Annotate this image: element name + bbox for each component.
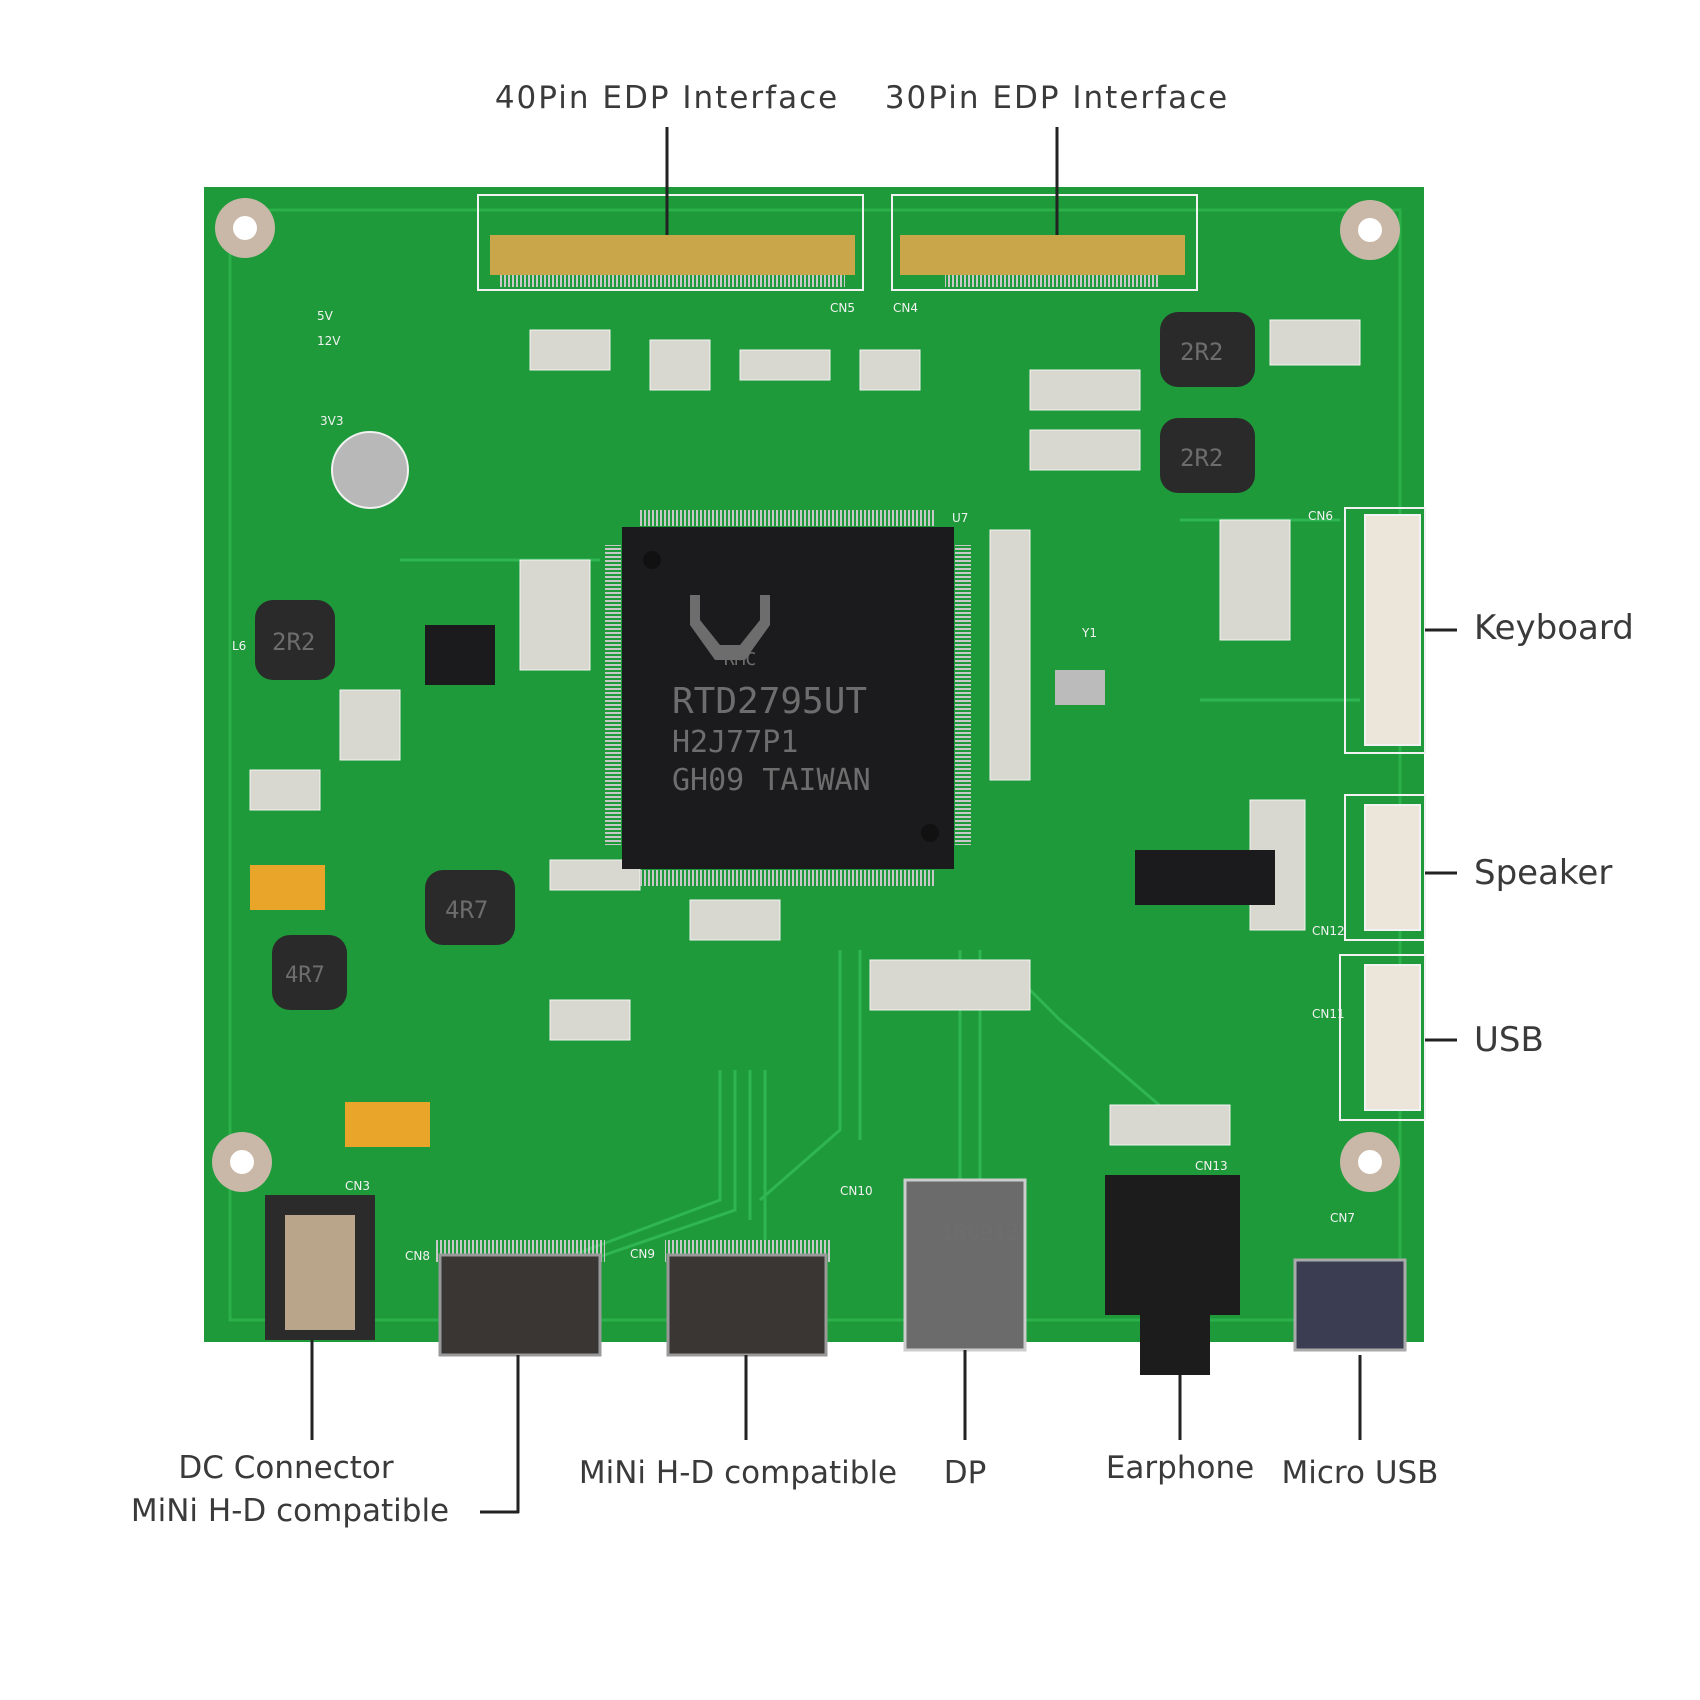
chip-origin: GH09 TAIWAN	[672, 763, 871, 798]
label-30pin-edp: 30Pin EDP Interface	[884, 80, 1230, 116]
silk-cn8: CN8	[405, 1249, 430, 1263]
silk-cn9: CN9	[630, 1247, 655, 1261]
leader-lines	[310, 127, 1457, 1514]
electrolytic-capacitor	[331, 431, 409, 509]
silk-cn6: CN6	[1308, 509, 1333, 523]
silk-cn7: CN7	[1330, 1211, 1355, 1225]
label-usb: USB	[1474, 1020, 1544, 1060]
silk-cn4: CN4	[893, 301, 918, 315]
label-mini-hdmi-middle: MiNi H-D compatible	[578, 1455, 898, 1491]
edp-30pin-connector	[891, 194, 1198, 291]
displayport-connector: 180912	[903, 1178, 1027, 1352]
inductor-mark: 4R7	[285, 963, 325, 988]
label-earphone: Earphone	[1105, 1450, 1255, 1486]
silk-cn10: CN10	[840, 1184, 873, 1198]
tantalum-capacitor	[345, 1102, 430, 1147]
passive-components	[249, 319, 1361, 1146]
label-dp: DP	[943, 1455, 987, 1491]
label-micro-usb: Micro USB	[1281, 1455, 1439, 1491]
silk-cn13: CN13	[1195, 1159, 1228, 1173]
silk-cn3: CN3	[345, 1179, 370, 1193]
chip-lot: H2J77P1	[672, 725, 798, 760]
chip-model: RTD2795UT	[672, 681, 867, 722]
silk-y1: Y1	[1081, 626, 1097, 640]
edp-40pin-connector	[477, 194, 864, 291]
dc-connector	[265, 1195, 375, 1340]
silk-3v3: 3V3	[320, 414, 343, 428]
tantalum-capacitor	[250, 865, 325, 910]
label-keyboard: Keyboard	[1474, 608, 1634, 648]
inductor-mark: 4R7	[445, 896, 488, 924]
silk-5v: 5V	[317, 309, 334, 323]
label-mini-hdmi-left: MiNi H-D compatible	[130, 1493, 450, 1529]
label-dc-connector: DC Connector	[178, 1450, 394, 1486]
chip-logo: RMC	[724, 649, 757, 670]
silk-cn12: CN12	[1312, 924, 1345, 938]
silk-12v: 12V	[317, 334, 341, 348]
mini-hdmi-connector-middle	[665, 1240, 830, 1357]
silk-l6: L6	[232, 639, 246, 653]
silk-cn5: CN5	[830, 301, 855, 315]
inductor-mark: 2R2	[1180, 338, 1223, 366]
inductors: 2R2 2R2 2R2 4R7 4R7	[255, 312, 1255, 1010]
inductor-mark: 2R2	[1180, 444, 1223, 472]
silk-cn11: CN11	[1312, 1007, 1345, 1021]
crystal-y1	[1055, 670, 1105, 705]
silk-u7: U7	[952, 511, 968, 525]
main-chip-rtd2795ut: RMC RTD2795UT H2J77P1 GH09 TAIWAN U7	[605, 510, 971, 886]
earphone-jack	[1105, 1175, 1240, 1375]
label-40pin-edp: 40Pin EDP Interface	[494, 80, 840, 116]
label-speaker: Speaker	[1474, 853, 1613, 893]
mini-hdmi-connector-left	[435, 1240, 605, 1357]
inductor-mark: 2R2	[272, 628, 315, 656]
mounting-holes	[212, 198, 1400, 1192]
dp-mark: 180912	[940, 1221, 1019, 1246]
ic-u6	[425, 625, 495, 685]
micro-usb-connector	[1293, 1258, 1407, 1352]
ic-u8	[1135, 850, 1275, 905]
right-connectors	[1339, 507, 1426, 1121]
